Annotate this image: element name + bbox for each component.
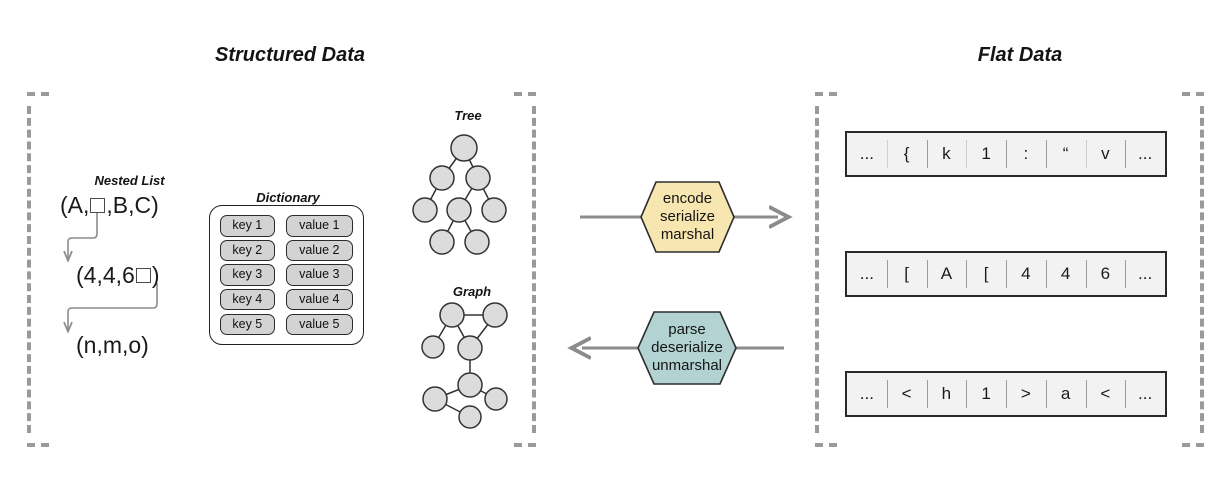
parse-line-1: parse [668,320,706,338]
parse-process-node[interactable]: parse deserialize unmarshal [637,311,737,385]
flat-cell: 1 [966,133,1006,175]
dictionary-key-pill[interactable]: key 3 [220,264,275,286]
encode-process-node[interactable]: encode serialize marshal [640,181,735,253]
bracket-line [27,106,31,433]
nested-list-text: ,B,C) [106,192,159,218]
flat-cell: a [1045,373,1086,415]
nested-list-row: (n,m,o) [76,332,149,359]
nested-list-text: (A, [60,192,90,218]
bracket-corner-top [514,92,536,96]
hexagon-shape [640,181,735,253]
graph-label: Graph [452,284,492,299]
flat-cell: v [1085,133,1126,175]
parse-arrow [570,336,784,360]
structured-bracket-right [510,92,536,447]
bracket-line [815,106,819,433]
flat-data-title: Flat Data [977,44,1063,66]
flat-cell: ... [1125,133,1165,175]
tree-diagram [412,134,507,255]
dictionary-key-pill[interactable]: key 1 [220,215,275,237]
flat-data-row: ... { k 1 : “ v ... [845,131,1167,177]
dictionary-value-pill[interactable]: value 3 [285,264,353,286]
flat-cell: < [1085,373,1126,415]
dictionary-entry: key 5 value 5 [220,313,353,335]
flat-data-row: ... [ A [ 4 4 6 ... [845,251,1167,297]
flat-cell: > [1006,373,1046,415]
dictionary-key-pill[interactable]: key 4 [220,288,275,311]
nested-list-row: (4,4,6 ) [76,262,160,289]
dictionary-entry: key 2 value 2 [220,239,353,262]
bracket-corner-bottom [1182,443,1204,447]
nested-list-placeholder-box [135,268,151,283]
flat-cell: [ [966,253,1006,295]
encode-arrow [580,205,790,229]
dictionary-key-pill[interactable]: key 2 [220,239,275,262]
bracket-corner-top [815,92,837,96]
flat-cell: h [926,373,967,415]
flat-cell: “ [1045,133,1086,175]
hexagon-shape [637,311,737,385]
flat-bracket-left [815,92,841,447]
dictionary-entry: key 3 value 3 [220,264,353,286]
flat-cell: 1 [966,373,1006,415]
flat-cell: { [886,133,927,175]
dictionary-value-pill[interactable]: value 1 [285,215,353,237]
nested-list-connectors [60,213,158,362]
flat-bracket-right [1178,92,1204,447]
structured-data-title: Structured Data [214,44,366,66]
graph-diagram [421,302,508,429]
flat-cell: A [926,253,967,295]
encode-line-3: marshal [660,226,715,244]
dictionary-label: Dictionary [256,190,320,205]
nested-list-text: (4,4,6 [76,262,135,288]
flat-cell: ... [859,144,874,163]
flat-cell: ... [859,264,874,283]
flat-cell: k [926,133,967,175]
flat-cell: ... [1125,373,1165,415]
bracket-corner-bottom [815,443,837,447]
dictionary-value-pill[interactable]: value 4 [285,288,353,311]
dictionary-entry: key 1 value 1 [220,215,353,237]
flat-data-row: ... < h 1 > a < ... [845,371,1167,417]
bracket-corner-bottom [27,443,49,447]
tree-label: Tree [454,108,482,123]
bracket-line [1200,106,1204,433]
flat-cell: 4 [1045,253,1086,295]
encode-line-2: serialize [659,207,716,225]
dictionary-value-pill[interactable]: value 5 [285,313,353,335]
nested-list-group: (A, ,B,C) (4,4,6 ) (n,m,o) [60,192,195,362]
flat-cell: : [1006,133,1046,175]
flat-cell: < [886,373,927,415]
bracket-line [532,106,536,433]
dictionary-rows: key 1 value 1 key 2 value 2 key 3 value … [220,215,353,335]
flat-cell: 6 [1085,253,1126,295]
nested-list-label: Nested List [94,173,165,188]
flat-cell: ... [859,384,874,403]
dictionary-card: key 1 value 1 key 2 value 2 key 3 value … [209,205,364,345]
parse-line-2: deserialize [651,338,723,356]
bracket-corner-top [1182,92,1204,96]
structured-bracket-left [27,92,53,447]
flat-cell: ... [1125,253,1165,295]
flat-cell: 4 [1006,253,1046,295]
dictionary-entry: key 4 value 4 [220,288,353,311]
nested-list-row: (A, ,B,C) [60,192,159,219]
nested-list-text: (n,m,o) [76,332,149,358]
nested-list-placeholder-box [90,198,106,213]
encode-line-1: encode [662,189,713,207]
parse-line-3: unmarshal [651,357,723,375]
nested-list-text: ) [151,262,160,288]
dictionary-value-pill[interactable]: value 2 [285,239,353,262]
dictionary-key-pill[interactable]: key 5 [220,313,275,335]
flat-cell: [ [886,253,927,295]
bracket-corner-bottom [514,443,536,447]
bracket-corner-top [27,92,49,96]
